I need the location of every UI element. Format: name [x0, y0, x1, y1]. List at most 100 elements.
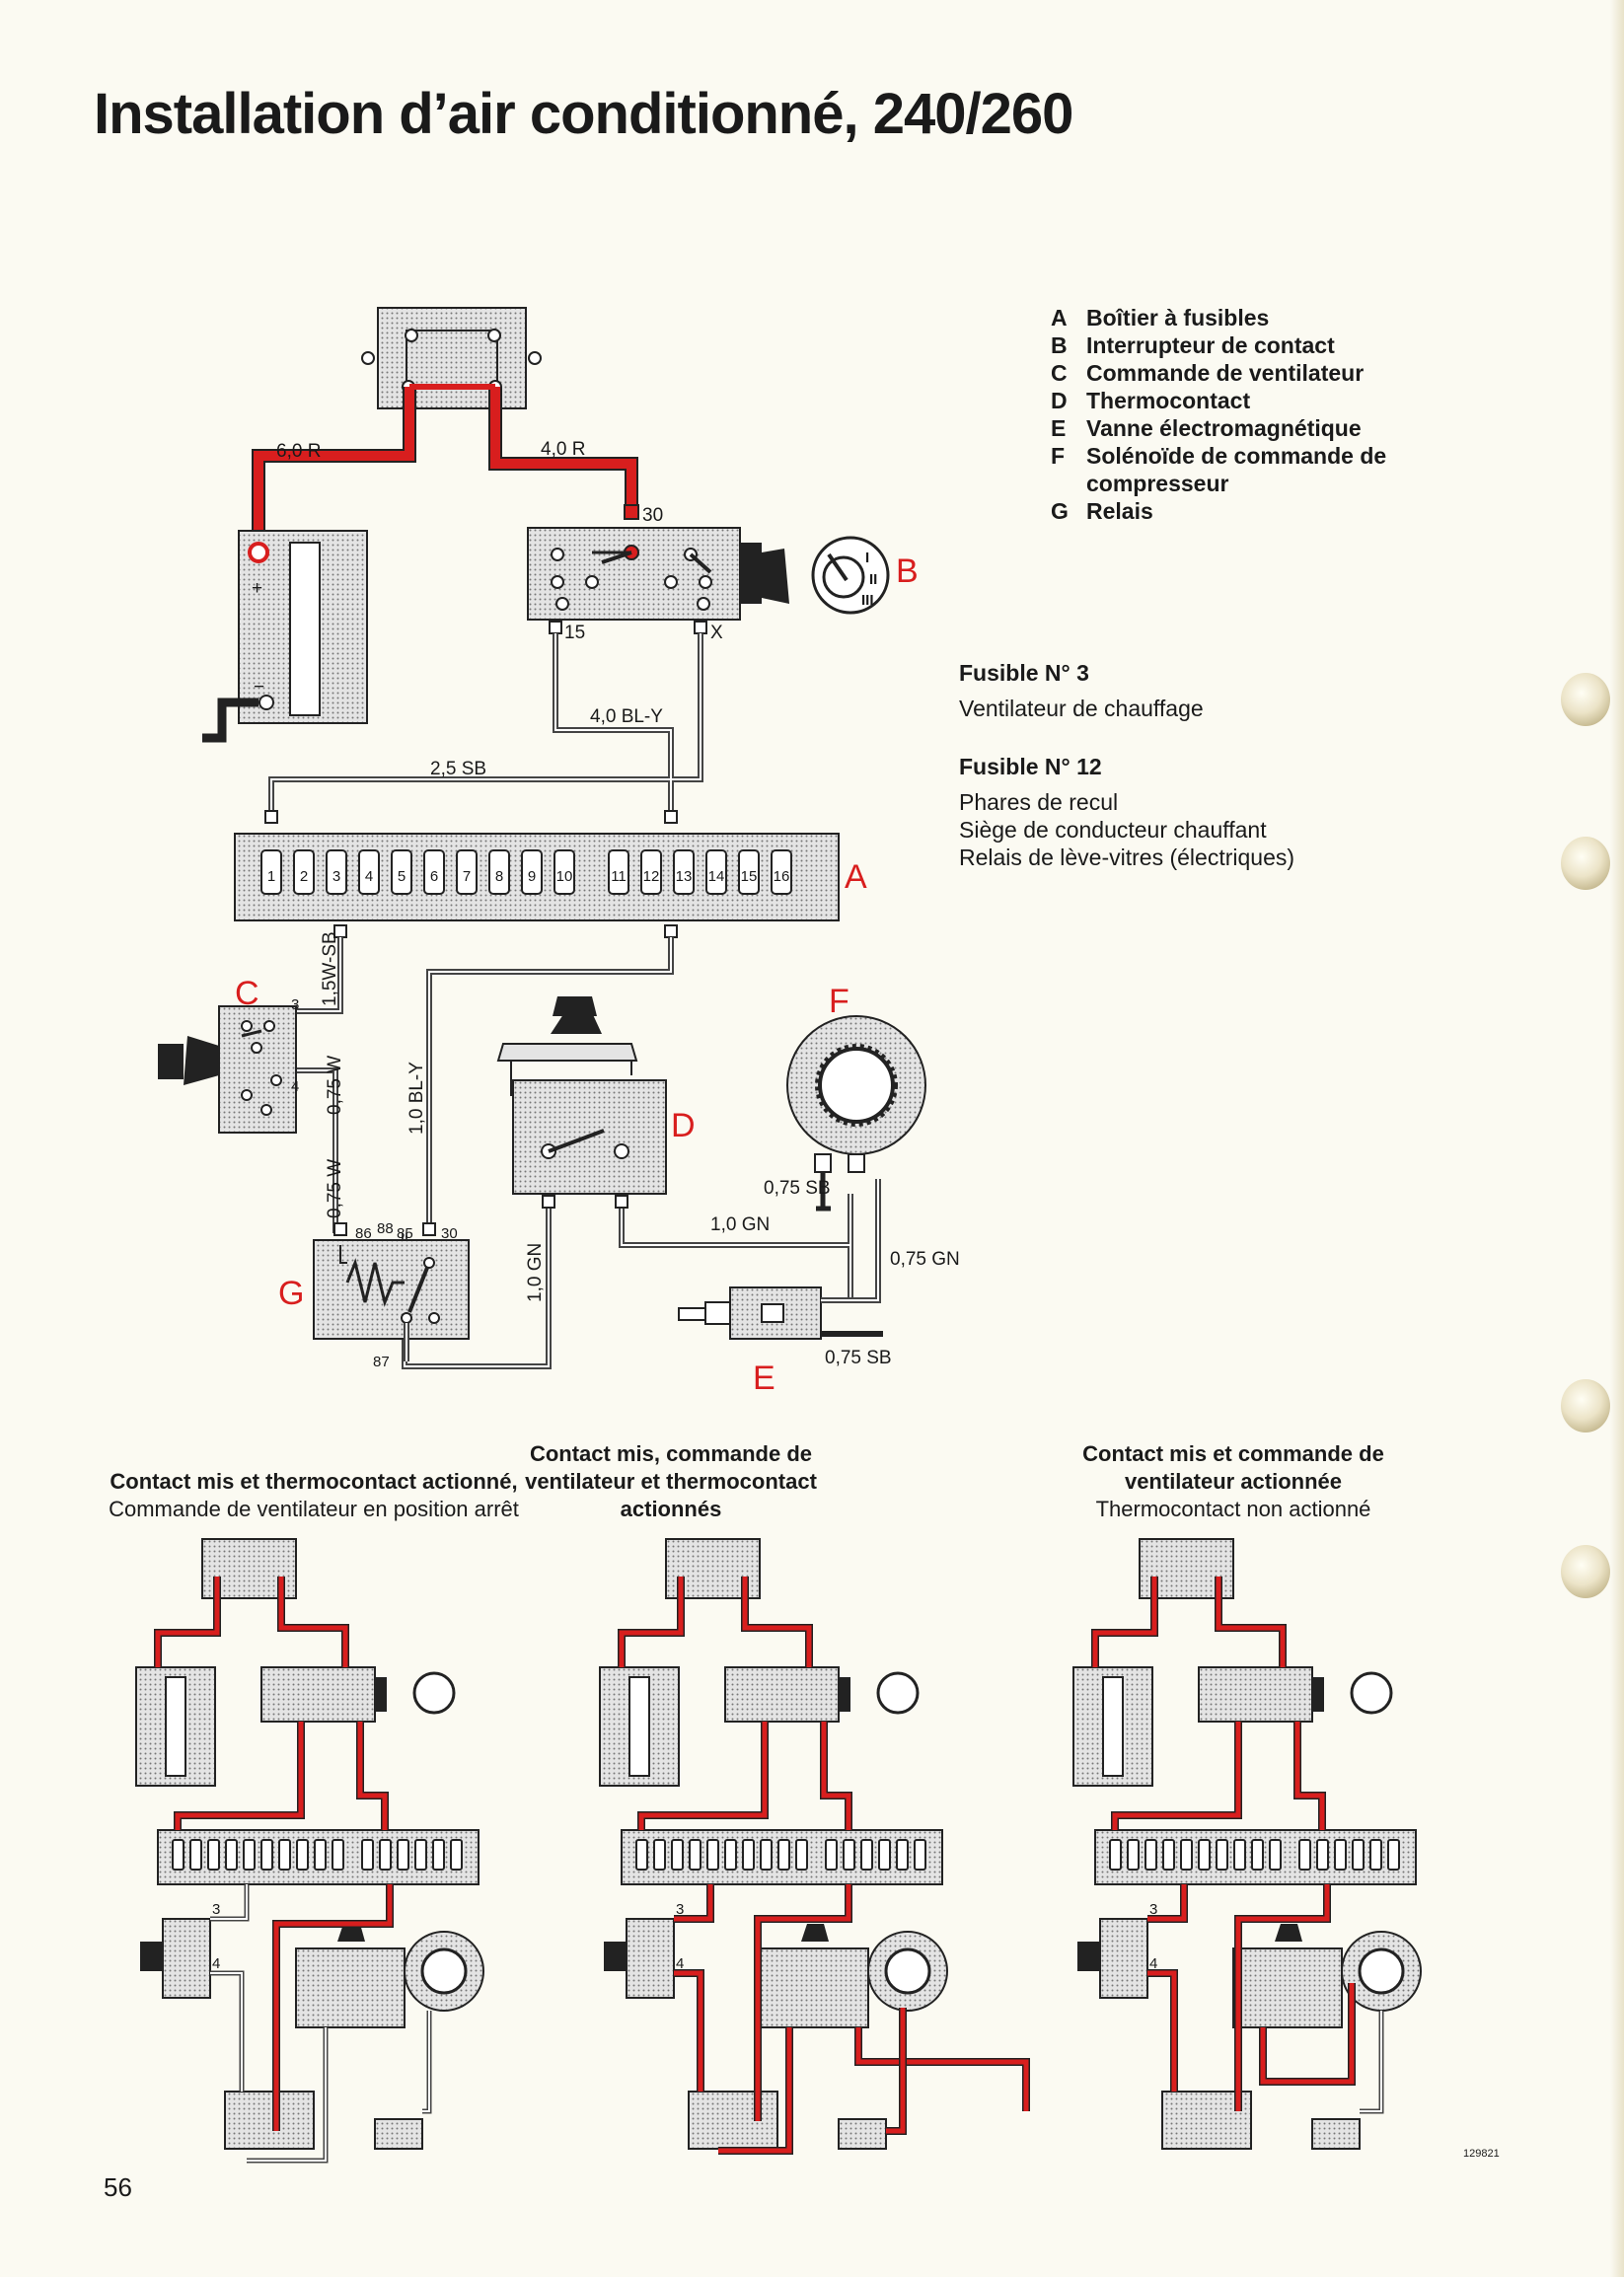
fuse-slot: 13 — [673, 849, 695, 895]
fuse-slot: 7 — [456, 849, 478, 895]
page-edge-shadow — [1610, 0, 1624, 2277]
fuse-slot: 15 — [738, 849, 760, 895]
fuse-number: 11 — [611, 868, 627, 885]
active-wire — [1293, 1722, 1326, 1830]
thermocontact-body — [496, 1043, 667, 1209]
main-red-power-cables — [252, 384, 638, 543]
fuse-slot: 1 — [260, 849, 282, 895]
component-letter-e: E — [753, 1359, 775, 1397]
fuse-slot: 11 — [608, 849, 629, 895]
component-letter-a: A — [845, 858, 867, 896]
fuse-item: Ventilateur de chauffage — [959, 696, 1204, 721]
state-caption-3: Contact mis et commande de ventilateur a… — [1036, 1440, 1431, 1523]
fuse-item: Siège de conducteur chauffant — [959, 817, 1267, 843]
mini-ignition-switch — [724, 1666, 840, 1723]
relay-terminal-85: 85 — [397, 1225, 413, 1242]
active-wire — [674, 1969, 704, 2092]
relay-terminal-30: 30 — [441, 1225, 458, 1242]
state-diagram-2: 34 — [599, 1538, 1030, 2155]
wire-label-6-0-r: 6,0 R — [276, 441, 321, 462]
thermocontact — [551, 996, 602, 1034]
mini-ignition-switch — [1198, 1666, 1313, 1723]
state-diagram-1: 34 — [135, 1538, 484, 2164]
page-title: Installation d’air conditionné, 240/260 — [94, 82, 1073, 146]
fuse-slot: 8 — [488, 849, 510, 895]
mini-key-icon — [1350, 1671, 1393, 1715]
wire-label-0-75w-a: 0,75 W — [325, 1056, 345, 1115]
mini-key-icon — [876, 1671, 920, 1715]
inactive-wire — [210, 1970, 245, 2092]
terminal-label-3: 3 — [291, 996, 299, 1013]
fuse-slot: 16 — [771, 849, 792, 895]
inactive-wire — [422, 2011, 432, 2114]
mini-relay — [224, 2091, 315, 2150]
wire-label-1-5w-sb: 1,5W-SB — [320, 931, 340, 1006]
fuse-slot: 14 — [705, 849, 727, 895]
caption-normal: Commande de ventilateur en position arrê… — [109, 1497, 519, 1521]
fuse-note-12: Fusible N° 12 Phares de recul Siège de c… — [959, 753, 1294, 871]
fan-control — [158, 1005, 297, 1134]
terminal-label-x: X — [710, 623, 723, 643]
mini-relay — [688, 2091, 778, 2150]
relay-terminal-86: 86 — [355, 1225, 372, 1242]
active-wire — [356, 1722, 389, 1830]
terminal-label-30: 30 — [642, 505, 663, 526]
terminal-label-4: 4 — [291, 1078, 299, 1095]
fuse-note-3: Fusible N° 3 Ventilateur de chauffage — [959, 659, 1204, 722]
fuse-slot: 9 — [521, 849, 543, 895]
mini-valve — [1311, 2118, 1361, 2150]
mini-key-icon — [412, 1671, 456, 1715]
mini-terminal-label-3: 3 — [676, 1901, 684, 1918]
mini-fan-control — [162, 1918, 211, 1999]
wire-label-1-0-bl-y: 1,0 BL-Y — [406, 1062, 427, 1135]
svg-text:I: I — [865, 550, 869, 566]
page-number: 56 — [104, 2172, 132, 2202]
reference-code: 129821 — [1463, 2148, 1500, 2160]
fuse-slot: 4 — [358, 849, 380, 895]
terminal-label-15: 15 — [564, 623, 585, 643]
component-letter-c: C — [235, 975, 259, 1012]
fuse-number: 6 — [430, 868, 438, 885]
state-caption-1: Contact mis et thermocontact actionné, C… — [57, 1468, 570, 1523]
fuse-number: 16 — [774, 868, 790, 885]
fuse-number: 14 — [708, 868, 725, 885]
fuse-heading: Fusible N° 12 — [959, 754, 1102, 779]
mini-thermocontact — [1232, 1947, 1343, 2028]
component-letter-g: G — [278, 1275, 304, 1312]
mini-fan-control — [626, 1918, 675, 1999]
mini-relay — [1161, 2091, 1252, 2150]
caption-bold: Contact mis et thermocontact actionné, — [110, 1469, 518, 1494]
binder-hole — [1561, 1379, 1610, 1432]
fuse-number: 4 — [365, 868, 373, 885]
wire-label-4-0-r: 4,0 R — [541, 439, 585, 460]
fuse-item: Phares de recul — [959, 789, 1119, 815]
mini-terminal-label-4: 4 — [1149, 1955, 1157, 1972]
fuse-slot: 2 — [293, 849, 315, 895]
fuse-slot: 12 — [640, 849, 662, 895]
mini-terminal-label-4: 4 — [212, 1955, 220, 1972]
fuse-slot: 6 — [423, 849, 445, 895]
svg-text:III: III — [861, 592, 874, 609]
mini-ignition-switch — [260, 1666, 376, 1723]
relay-terminal-88: 88 — [377, 1220, 394, 1237]
fuse-heading: Fusible N° 3 — [959, 660, 1089, 686]
relay-terminal-87: 87 — [373, 1354, 390, 1370]
mini-valve — [374, 2118, 423, 2150]
component-letter-b: B — [896, 552, 919, 590]
component-letter-d: D — [671, 1107, 696, 1144]
fuse-number: 15 — [741, 868, 758, 885]
wire-label-4-0-bl-y: 4,0 BL-Y — [590, 706, 663, 727]
wire-label-1-0-gn-a: 1,0 GN — [710, 1214, 770, 1235]
mini-valve — [838, 2118, 887, 2150]
binder-hole — [1561, 837, 1610, 890]
svg-text:−: − — [254, 677, 264, 698]
caption-bold: Contact mis et commande de ventilateur a… — [1082, 1441, 1384, 1494]
fuse-slot: 3 — [326, 849, 347, 895]
wire-label-2-5-sb: 2,5 SB — [430, 759, 486, 779]
main-top-connector — [361, 307, 542, 409]
